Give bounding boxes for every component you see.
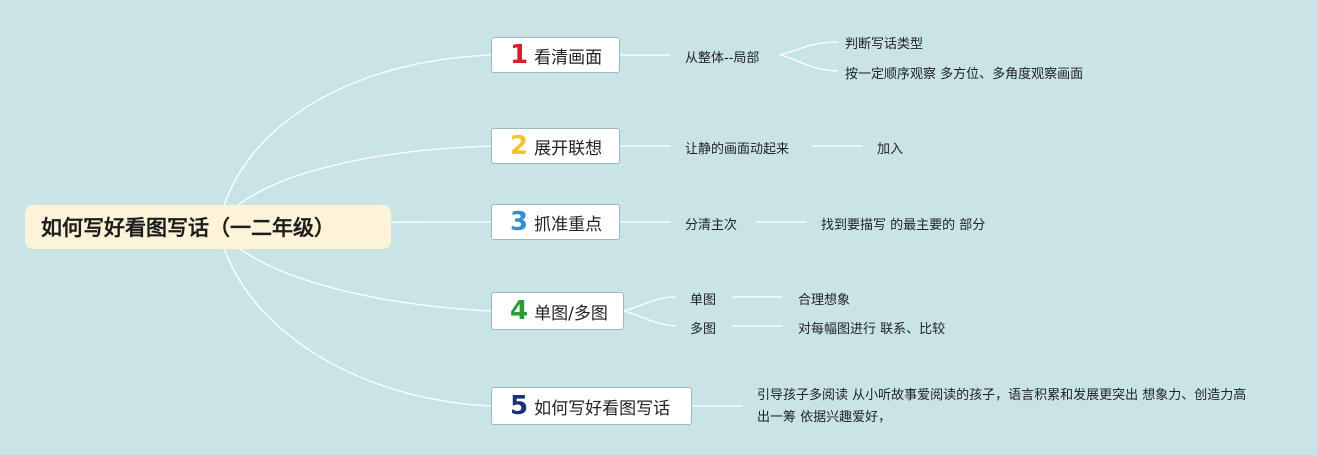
root-topic[interactable]: 如何写好看图写话（一二年级） [25, 205, 391, 249]
branch-4[interactable]: 4 单图/多图 [491, 292, 624, 330]
branch-label: 单图/多图 [534, 303, 608, 324]
branch-number: 5 [510, 391, 529, 421]
root-topic-label: 如何写好看图写话（一二年级） [41, 216, 335, 240]
subtopic-b1[interactable]: 从整体--局部 [685, 51, 760, 66]
subtopic-b2[interactable]: 让静的画面动起来 [685, 142, 790, 157]
branch-number: 4 [510, 296, 529, 326]
leaf-b2-1[interactable]: 加入 [877, 142, 904, 157]
leaf-b1-1[interactable]: 判断写话类型 [845, 37, 924, 52]
subtopic-b3[interactable]: 分清主次 [685, 218, 738, 233]
branch-number: 3 [510, 207, 529, 237]
branch-3[interactable]: 3 抓准重点 [491, 204, 620, 240]
leaf-b5-long[interactable]: 引导孩子多阅读 从小听故事爱阅读的孩子，语言积累和发展更突出 想象力、创造力高出… [757, 388, 1247, 425]
branch-label: 如何写好看图写话 [534, 398, 671, 419]
leaf-b4-single[interactable]: 合理想象 [798, 293, 851, 308]
branch-number: 2 [510, 131, 529, 161]
branch-label: 展开联想 [534, 138, 603, 159]
subtopic-b4-single[interactable]: 单图 [690, 293, 717, 308]
branch-label: 抓准重点 [534, 214, 603, 235]
branch-5[interactable]: 5 如何写好看图写话 [491, 387, 692, 425]
branch-label: 看清画面 [534, 47, 603, 68]
branch-1[interactable]: 1 看清画面 [491, 37, 620, 73]
leaf-b1-2[interactable]: 按一定顺序观察 多方位、多角度观察画面 [845, 67, 1084, 82]
branch-2[interactable]: 2 展开联想 [491, 128, 620, 164]
branch-number: 1 [510, 40, 529, 70]
leaf-b3-1[interactable]: 找到要描写 的最主要的 部分 [821, 218, 986, 233]
leaf-b4-multi[interactable]: 对每幅图进行 联系、比较 [798, 322, 946, 337]
subtopic-b4-multi[interactable]: 多图 [690, 322, 717, 337]
